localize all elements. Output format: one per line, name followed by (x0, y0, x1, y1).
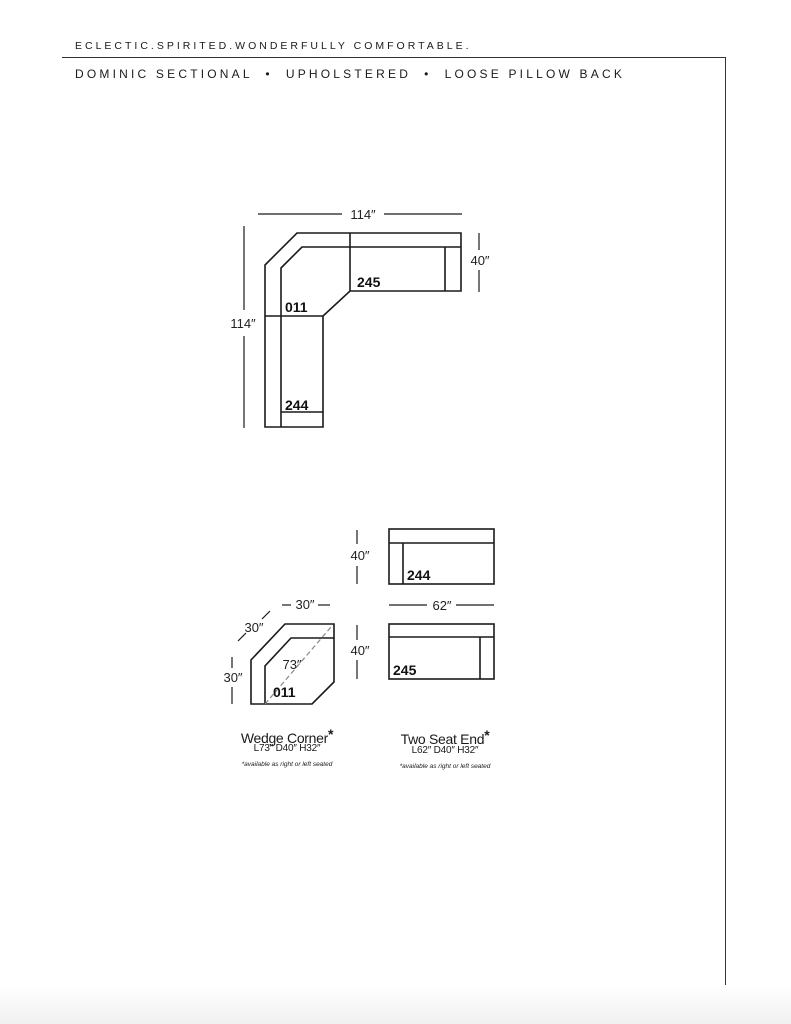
page-bottom-shadow (0, 985, 791, 1024)
two-seat-end-245-outline (388, 623, 495, 680)
two-seat-end-245-dimensions (356, 604, 494, 679)
wedge-top-side-label: 30″ (295, 597, 314, 612)
wedge-number: 011 (273, 684, 296, 700)
wedge-corner-dimensions: L73″ D40″ H32″ (253, 743, 321, 754)
wedge-dimension-lines (231, 604, 330, 704)
sectional-assembled-outline (264, 232, 462, 428)
wedge-upper-side-label: 30″ (244, 620, 263, 635)
wedge-corner-asterisk: * (328, 726, 334, 742)
two-seat-245-length-label: 62″ (432, 598, 451, 613)
sectional-height-label: 114″ (230, 316, 256, 331)
wedge-corner-outline (250, 623, 335, 705)
two-seat-end-244-outline (388, 528, 495, 585)
two-seat-end-note: *available as right or left seated (399, 763, 491, 770)
product-subtitle: DOMINIC SECTIONAL • UPHOLSTERED • LOOSE … (75, 67, 626, 81)
two-seat-245-number: 245 (393, 662, 417, 678)
sectional-dimension-lines (243, 213, 480, 428)
two-seat-245-depth-label: 40″ (350, 643, 369, 658)
sectional-piece-number: 011 (285, 299, 308, 315)
wedge-diagonal-label: 73″ (282, 657, 301, 672)
sectional-depth-label: 40″ (470, 253, 489, 268)
wedge-corner-name: Wedge Corner (240, 730, 329, 746)
sectional-width-label: 114″ (350, 207, 376, 222)
brand-tagline: ECLECTIC.SPIRITED.WONDERFULLY COMFORTABL… (75, 40, 472, 52)
wedge-corner-title: Wedge Corner* (212, 726, 362, 746)
two-seat-244-number: 244 (407, 567, 431, 583)
two-seat-244-depth-label: 40″ (350, 548, 369, 563)
two-seat-end-asterisk: * (484, 727, 490, 743)
two-seat-end-title: Two Seat End* (370, 727, 520, 747)
wedge-corner-note: *available as right or left seated (241, 761, 333, 768)
wedge-lower-side-label: 30″ (223, 670, 242, 685)
sectional-piece-number: 244 (285, 397, 309, 413)
two-seat-end-name: Two Seat End (400, 731, 485, 747)
header-rule (62, 57, 726, 58)
page-right-rule (725, 57, 726, 987)
wedge-diagonal-dashed (264, 626, 332, 705)
two-seat-end-dimensions: L62″ D40″ H32″ (411, 745, 479, 756)
sectional-piece-number: 245 (357, 274, 381, 290)
